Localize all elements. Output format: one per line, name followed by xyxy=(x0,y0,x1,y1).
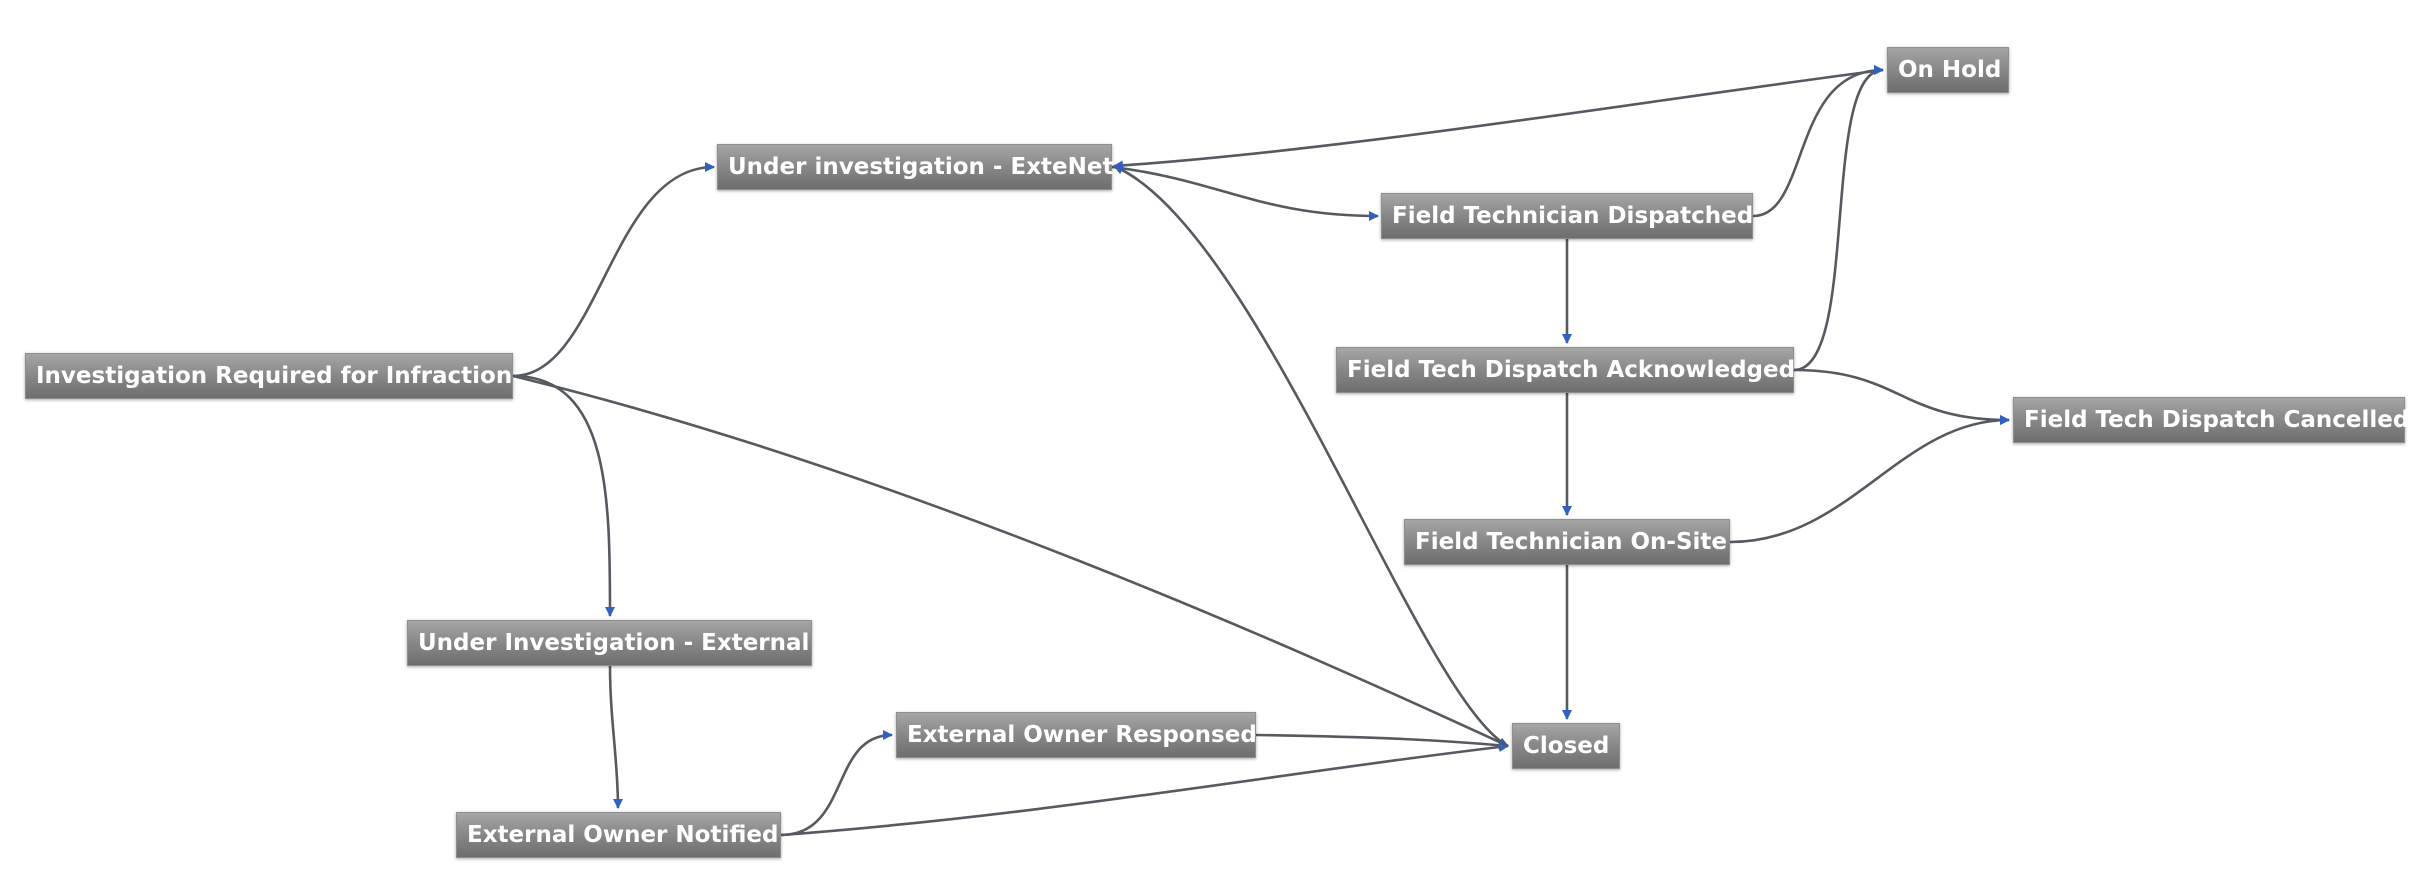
node-investigation-required-for-infraction[interactable]: Investigation Required for Infraction xyxy=(25,353,513,399)
edge-investigation-required-to-closed xyxy=(512,374,1509,748)
edge-field-technician-on-site-to-field-tech-dispatch-cancelled xyxy=(1729,415,2010,544)
edge-under-investigation-external-to-external-owner-notified xyxy=(608,665,623,809)
node-under-investigation-external[interactable]: Under Investigation - External xyxy=(407,620,812,666)
edge-investigation-required-to-under-investigation-external xyxy=(512,374,615,617)
node-field-technician-on-site[interactable]: Field Technician On-Site xyxy=(1404,519,1730,565)
node-external-owner-notified[interactable]: External Owner Notified xyxy=(456,812,781,858)
edge-external-owner-notified-to-closed xyxy=(780,742,1509,837)
edge-closed-to-under-investigation-extenet xyxy=(1113,164,1509,748)
edge-external-owner-notified-to-external-owner-responsed xyxy=(780,730,893,837)
edge-field-technician-dispatched-to-on-hold xyxy=(1752,65,1884,218)
edge-field-tech-dispatch-acknowledged-to-on-hold xyxy=(1793,65,1884,372)
node-external-owner-responsed[interactable]: External Owner Responsed xyxy=(896,712,1257,758)
node-on-hold[interactable]: On Hold xyxy=(1887,47,2009,93)
edge-investigation-required-to-under-investigation-extenet xyxy=(512,162,715,378)
edge-on-hold-to-under-investigation-extenet xyxy=(1113,68,1884,171)
node-field-tech-dispatch-cancelled[interactable]: Field Tech Dispatch Cancelled xyxy=(2013,397,2409,443)
edge-field-tech-dispatch-acknowledged-to-field-tech-dispatch-cancelled xyxy=(1793,368,2010,425)
node-under-investigation-extenet[interactable]: Under investigation - ExteNet xyxy=(717,144,1113,190)
node-closed[interactable]: Closed xyxy=(1512,723,1620,769)
edge-under-investigation-extenet-to-field-technician-dispatched xyxy=(1111,165,1379,221)
node-field-technician-dispatched[interactable]: Field Technician Dispatched xyxy=(1381,193,1753,239)
edge-external-owner-responsed-to-closed xyxy=(1255,733,1509,751)
node-field-tech-dispatch-acknowledged[interactable]: Field Tech Dispatch Acknowledged xyxy=(1336,347,1795,393)
